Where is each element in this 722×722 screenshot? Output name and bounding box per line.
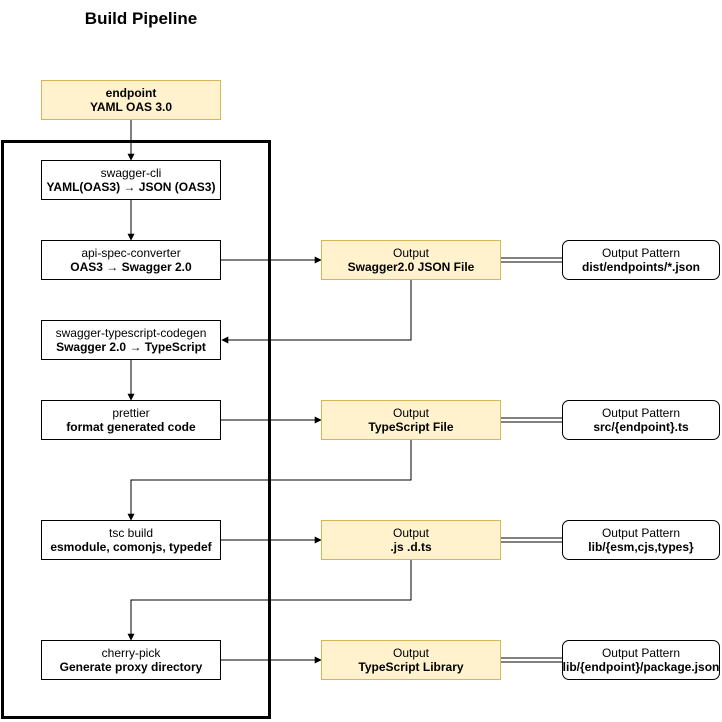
link-output-4-pattern-4 bbox=[501, 657, 562, 663]
diagram-title: Build Pipeline bbox=[84, 9, 198, 28]
step-tool: api-spec-converter bbox=[81, 246, 181, 260]
output-node-typescript-library[interactable]: Output TypeScript Library bbox=[321, 640, 501, 680]
output-artifact: .js .d.ts bbox=[390, 540, 432, 554]
output-artifact: Swagger2.0 JSON File bbox=[347, 260, 475, 274]
step-node-api-spec-converter[interactable]: api-spec-converter OAS3 → Swagger 2.0 bbox=[41, 240, 221, 280]
arrow-output-1-to-codegen bbox=[221, 280, 412, 344]
step-description: format generated code bbox=[66, 420, 196, 434]
step-tool: prettier bbox=[112, 406, 150, 420]
link-output-3-pattern-3 bbox=[501, 537, 562, 543]
pattern-path: lib/{esm,cjs,types} bbox=[588, 540, 694, 554]
output-artifact: TypeScript Library bbox=[358, 660, 464, 674]
output-label: Output bbox=[392, 406, 430, 420]
step-tool: tsc build bbox=[108, 526, 154, 540]
input-node-format: YAML OAS 3.0 bbox=[89, 100, 173, 114]
input-node-endpoint[interactable]: endpoint YAML OAS 3.0 bbox=[41, 80, 221, 120]
step-node-swagger-cli[interactable]: swagger-cli YAML(OAS3) → JSON (OAS3) bbox=[41, 160, 221, 200]
pattern-node-lib[interactable]: Output Pattern lib/{esm,cjs,types} bbox=[562, 520, 720, 560]
output-node-js-dts[interactable]: Output .js .d.ts bbox=[321, 520, 501, 560]
link-output-1-pattern-1 bbox=[501, 257, 562, 263]
input-node-name: endpoint bbox=[105, 86, 157, 100]
pattern-node-package-json[interactable]: Output Pattern lib/{endpoint}/package.js… bbox=[562, 640, 720, 680]
step-description: esmodule, comonjs, typedef bbox=[50, 540, 212, 554]
pattern-path: dist/endpoints/*.json bbox=[581, 260, 700, 274]
step-node-tsc-build[interactable]: tsc build esmodule, comonjs, typedef bbox=[41, 520, 221, 560]
link-output-2-pattern-2 bbox=[501, 417, 562, 423]
pipeline-frame bbox=[1, 140, 271, 719]
pattern-node-ts[interactable]: Output Pattern src/{endpoint}.ts bbox=[562, 400, 720, 440]
step-node-cherry-pick[interactable]: cherry-pick Generate proxy directory bbox=[41, 640, 221, 680]
output-label: Output bbox=[392, 646, 430, 660]
output-node-swagger-json[interactable]: Output Swagger2.0 JSON File bbox=[321, 240, 501, 280]
step-tool: cherry-pick bbox=[101, 646, 161, 660]
pattern-path: lib/{endpoint}/package.json bbox=[562, 660, 720, 674]
pattern-label: Output Pattern bbox=[601, 406, 681, 420]
output-label: Output bbox=[392, 526, 430, 540]
output-node-typescript-file[interactable]: Output TypeScript File bbox=[321, 400, 501, 440]
step-description: YAML(OAS3) → JSON (OAS3) bbox=[46, 180, 216, 194]
step-tool: swagger-typescript-codegen bbox=[55, 326, 207, 340]
pattern-node-json[interactable]: Output Pattern dist/endpoints/*.json bbox=[562, 240, 720, 280]
step-node-prettier[interactable]: prettier format generated code bbox=[41, 400, 221, 440]
output-artifact: TypeScript File bbox=[368, 420, 454, 434]
arrow-output-2-to-tsc bbox=[127, 440, 412, 521]
step-description: OAS3 → Swagger 2.0 bbox=[70, 260, 192, 274]
pattern-label: Output Pattern bbox=[601, 246, 681, 260]
step-tool: swagger-cli bbox=[100, 166, 162, 180]
pattern-path: src/{endpoint}.ts bbox=[593, 420, 689, 434]
step-description: Swagger 2.0 → TypeScript bbox=[56, 340, 206, 354]
output-label: Output bbox=[392, 246, 430, 260]
step-description: Generate proxy directory bbox=[59, 660, 203, 674]
arrow-output-3-to-cherry-pick bbox=[127, 560, 412, 641]
pattern-label: Output Pattern bbox=[601, 526, 681, 540]
step-node-swagger-typescript-codegen[interactable]: swagger-typescript-codegen Swagger 2.0 →… bbox=[41, 320, 221, 360]
pattern-label: Output Pattern bbox=[601, 646, 681, 660]
